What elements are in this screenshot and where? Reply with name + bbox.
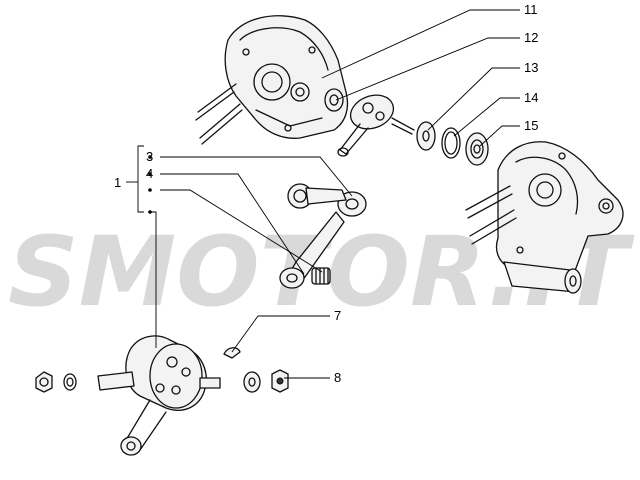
leader-lines [126, 9, 520, 379]
bearing [465, 132, 489, 166]
washer [243, 371, 261, 393]
callout-13: 13 [524, 60, 538, 75]
main-bearing [324, 88, 344, 112]
needle-bearing [311, 267, 331, 285]
woodruff-key [223, 347, 241, 359]
crankshaft-upper [337, 94, 415, 157]
crankcase-half-right [465, 141, 624, 294]
nut [271, 369, 289, 393]
callout-15: 15 [524, 118, 538, 133]
lock-washer-left [63, 373, 77, 391]
o-ring [441, 127, 461, 159]
leader-dots [148, 155, 152, 214]
callout-labels: 11 12 13 14 15 3 4 1 7 8 [114, 2, 538, 385]
crankcase-half-left [195, 15, 349, 145]
callout-12: 12 [524, 30, 538, 45]
callout-4: 4 [146, 166, 153, 181]
callout-14: 14 [524, 90, 538, 105]
callout-7: 7 [334, 308, 341, 323]
callout-1: 1 [114, 175, 121, 190]
callout-11: 11 [524, 2, 538, 17]
callout-3: 3 [146, 149, 153, 164]
callout-8: 8 [334, 370, 341, 385]
shim-washer [416, 121, 436, 151]
nut-left [35, 371, 53, 393]
crankshaft-assembly [97, 335, 221, 456]
